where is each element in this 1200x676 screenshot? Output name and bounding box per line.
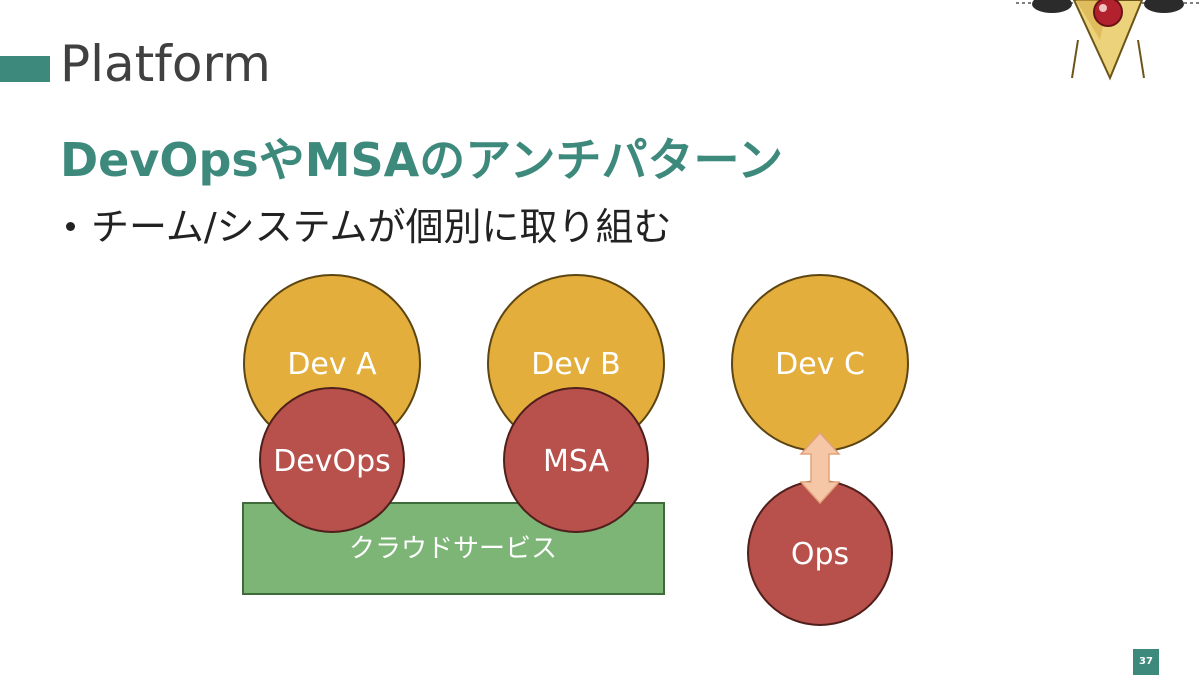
section-title: Platform: [60, 35, 271, 93]
title-accent-bar: [0, 56, 50, 82]
ops-label: Ops: [791, 537, 849, 572]
msa-label: MSA: [543, 444, 609, 479]
slide-heading: DevOpsやMSAのアンチパターン: [60, 133, 784, 187]
left-paw-icon: [1032, 0, 1072, 13]
page-number: 37: [1133, 649, 1159, 675]
mascot-strand-left-icon: [1071, 39, 1079, 79]
mascot-eye-shine-icon: [1099, 4, 1107, 12]
bullet-item: チーム/システムが個別に取り組む: [66, 200, 672, 254]
devops-circle: [259, 387, 405, 533]
mascot-eye-icon: [1093, 0, 1123, 27]
dev-c-label: Dev C: [775, 347, 865, 382]
mascot-illustration: [1016, 0, 1200, 81]
dev-b-label: Dev B: [531, 347, 620, 382]
mascot-strand-right-icon: [1137, 39, 1145, 79]
double-arrow-icon: [799, 431, 841, 505]
right-paw-icon: [1144, 0, 1184, 13]
devops-label: DevOps: [273, 444, 391, 479]
msa-circle: [503, 387, 649, 533]
bullet-text: チーム/システムが個別に取り組む: [91, 205, 672, 249]
cloud-service-label: クラウドサービス: [349, 534, 557, 564]
dev-a-label: Dev A: [287, 347, 377, 382]
bullet-dot-icon: [66, 222, 75, 231]
